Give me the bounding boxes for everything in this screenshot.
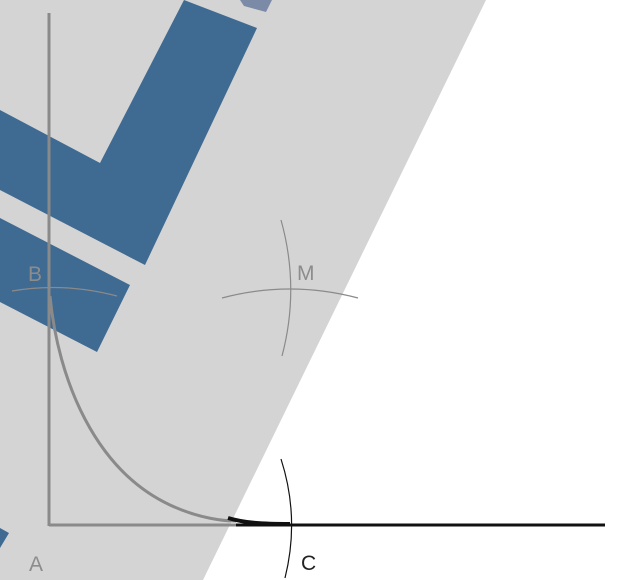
construction-arc-b [11, 286, 118, 297]
label-point-b: B [28, 263, 42, 286]
set-square-top-tab [240, 0, 272, 12]
label-point-a: A [29, 553, 43, 576]
set-square-bottom-sliver [0, 528, 9, 548]
label-point-m: M [297, 262, 315, 285]
curve-b-to-c [48, 295, 237, 523]
curve-tail [227, 516, 291, 526]
label-point-c: C [301, 552, 316, 575]
construction-arc-m-vertical [280, 219, 292, 357]
construction-arc-c [280, 458, 293, 579]
set-square-icon [0, 0, 272, 548]
set-square-lower-bar [0, 218, 130, 352]
construction-arc-m-horizontal [221, 288, 359, 299]
set-square-upper-chevron [0, 0, 257, 265]
